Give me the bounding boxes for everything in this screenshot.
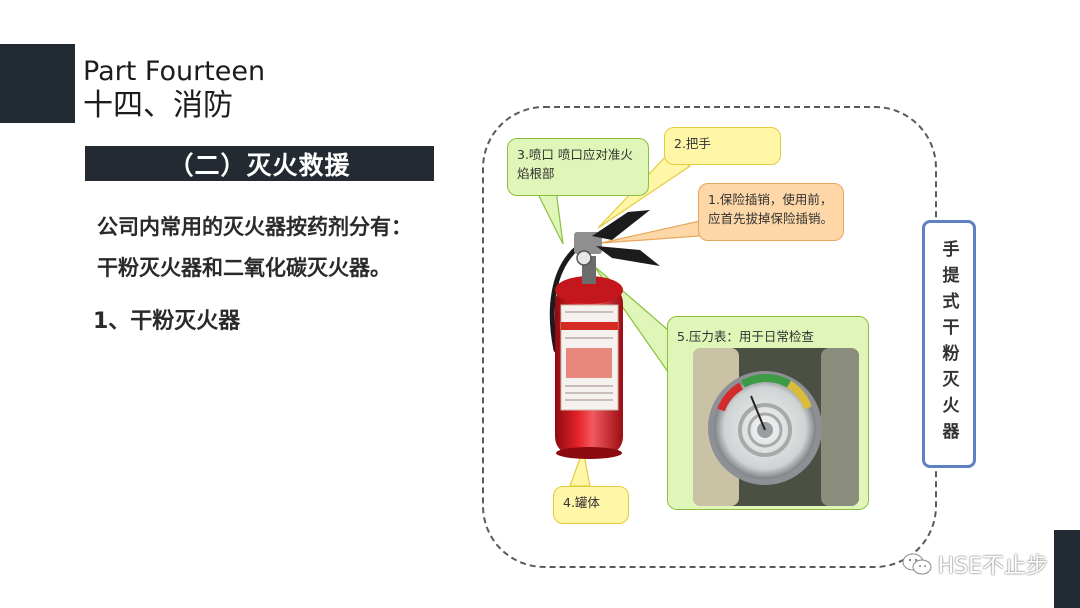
callout-nozzle: 3.喷口 喷口应对准火 焰根部 xyxy=(507,138,649,196)
tank-label-graphic xyxy=(566,348,612,378)
callout-gauge-text: 5.压力表：用于日常检查 xyxy=(677,329,814,344)
tank-shoulder xyxy=(555,276,623,304)
section-title: （二）灭火救援 xyxy=(168,150,351,180)
wechat-icon xyxy=(902,553,932,575)
watermark-text: HSE不止步 xyxy=(937,554,1048,579)
tank-label-band xyxy=(561,322,618,330)
vertical-label: 手提式干粉灭火器 xyxy=(938,240,959,448)
chapter-title: 十四、消防 xyxy=(83,88,233,123)
part-label: Part Fourteen xyxy=(83,56,266,87)
tank-base xyxy=(556,447,622,459)
gauge-photo-overlay xyxy=(693,348,859,506)
callout-pin-line-1: 1.保险插销，使用前， xyxy=(708,192,833,207)
section-title-bar: （二）灭火救援 xyxy=(85,146,434,181)
callout-nozzle-line-1: 3.喷口 喷口应对准火 xyxy=(517,147,633,162)
pointer-nozzle xyxy=(535,189,564,245)
handle-upper xyxy=(592,210,650,240)
corner-block-top-left xyxy=(0,44,75,123)
watermark: HSE不止步 xyxy=(902,548,1048,580)
callout-safety-pin: 1.保险插销，使用前， 应首先拔掉保险插销。 xyxy=(698,183,844,241)
small-gauge-icon xyxy=(576,250,592,266)
handle-lower xyxy=(596,246,660,266)
body-line-2: 干粉灭火器和二氧化碳灭火器。 xyxy=(97,256,391,280)
body-line-1: 公司内常用的灭火器按药剂分有： xyxy=(97,215,412,239)
vertical-label-box: 手提式干粉灭火器 xyxy=(922,220,976,468)
callout-pin-line-2: 应首先拔掉保险插销。 xyxy=(708,211,834,226)
callout-handle: 2.把手 xyxy=(664,127,781,165)
callout-tank-body: 4.罐体 xyxy=(553,486,629,524)
callout-handle-text: 2.把手 xyxy=(674,136,711,151)
tank-label-lines xyxy=(565,311,613,401)
subheading: 1、干粉灭火器 xyxy=(93,309,241,334)
callout-body-text: 4.罐体 xyxy=(563,495,600,510)
corner-block-bottom-right xyxy=(1054,530,1080,608)
valve-head xyxy=(574,232,602,254)
callout-nozzle-line-2: 焰根部 xyxy=(517,166,555,181)
hose xyxy=(549,245,580,353)
